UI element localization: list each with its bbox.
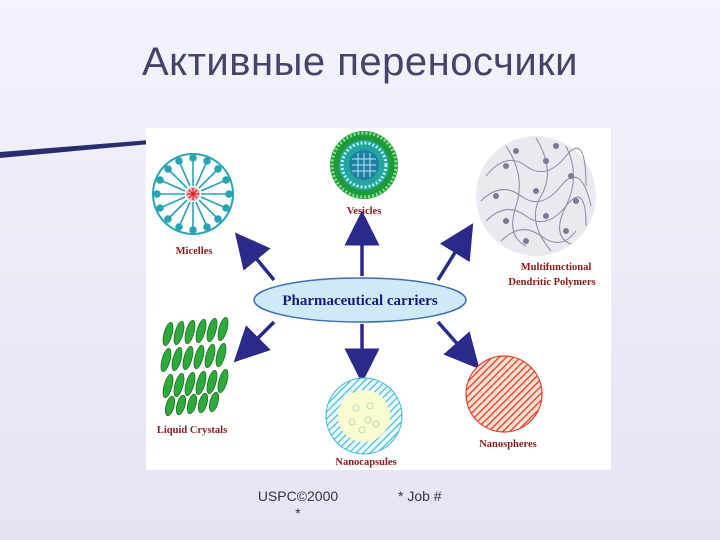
- liquid-crystals-label: Liquid Crystals: [157, 425, 227, 436]
- nanosphere-icon: [465, 355, 543, 433]
- dendritic-label-1: Multifunctional: [521, 262, 592, 273]
- slide-title: Активные переносчики: [141, 40, 579, 84]
- center-ellipse: [253, 277, 467, 323]
- nanocapsules-label: Nanocapsules: [335, 457, 396, 468]
- nanospheres-label: Nanospheres: [479, 439, 537, 450]
- footer-copyright-line1: USPC©2000: [257, 488, 339, 504]
- vesicle-icon: [330, 131, 398, 199]
- footer-copyright-line2: *: [295, 505, 301, 521]
- micelles-label: Micelles: [176, 246, 213, 257]
- arrows: [233, 210, 480, 384]
- liquid-crystal-icon: [160, 316, 229, 417]
- footer-job: * Job #: [398, 488, 442, 504]
- micelle-icon: [152, 153, 234, 235]
- center-label: Pharmaceutical carriers: [282, 293, 438, 309]
- footer-copyright: USPC©2000 *: [253, 488, 343, 522]
- carriers-diagram-svg: Vesicles Micelles: [152, 131, 596, 468]
- dendrimer-icon: [476, 136, 596, 256]
- nanocapsule-icon: [325, 377, 403, 455]
- dendritic-label-2: Dendritic Polymers: [508, 277, 595, 288]
- vesicles-label: Vesicles: [347, 206, 382, 217]
- carriers-diagram: Vesicles Micelles: [146, 128, 611, 470]
